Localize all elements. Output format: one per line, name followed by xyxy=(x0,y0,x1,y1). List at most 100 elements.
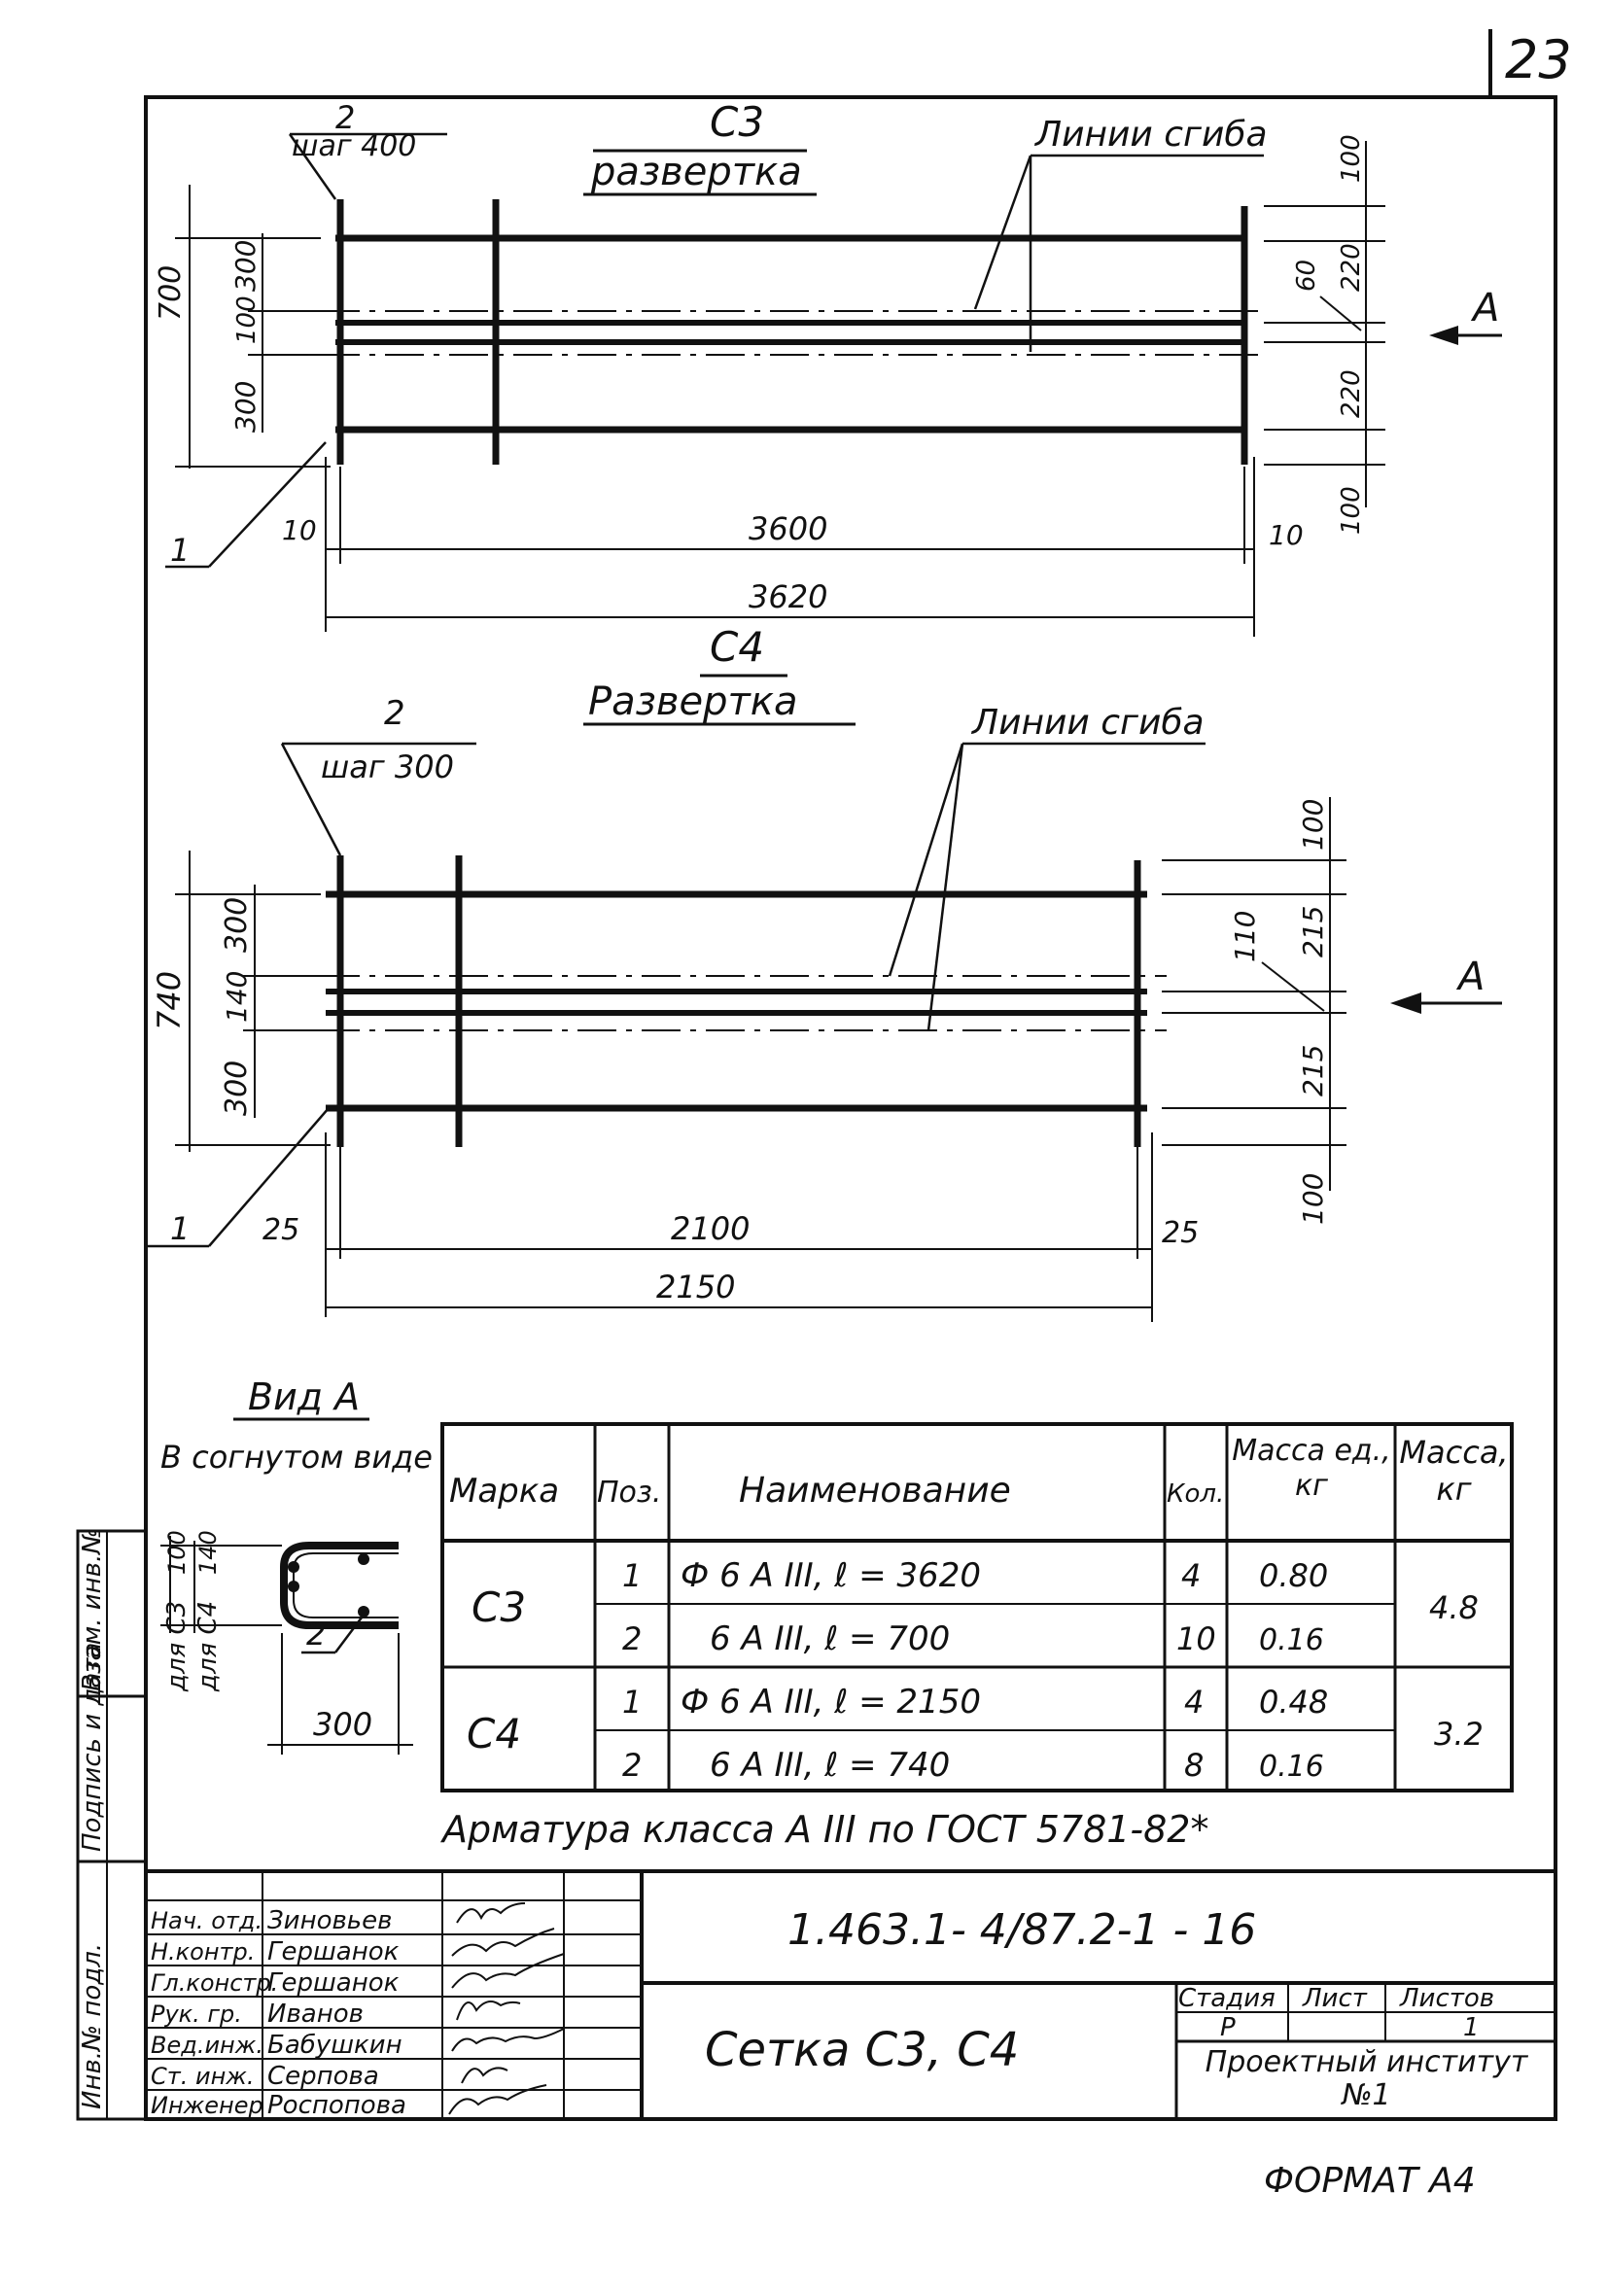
sheets-value: 1 xyxy=(1463,2013,1480,2042)
view-a-dim-c4: 140 xyxy=(194,1530,222,1575)
c3-dim-end-right: 10 xyxy=(1269,519,1304,551)
c4-view-arrow: А xyxy=(1455,955,1485,999)
spec-row-name: Ф 6 А III, ℓ = 3620 xyxy=(681,1556,981,1595)
c4-callout-top-step: шаг 300 xyxy=(321,748,454,785)
side-stamp-inv: Инв.№ подл. xyxy=(78,1943,107,2109)
c4-title: С4 xyxy=(710,623,764,671)
spec-row-pos: 1 xyxy=(622,1557,642,1594)
c4-subtitle: Развертка xyxy=(588,679,797,724)
staff-name: Серпова xyxy=(267,2062,379,2091)
staff-name: Иванов xyxy=(267,2000,364,2029)
spec-row-unit-mass: 0.48 xyxy=(1259,1684,1328,1721)
spec-header-name: Наименование xyxy=(739,1471,1011,1511)
c4-dim-left-bot: 300 xyxy=(220,1061,254,1116)
spec-row-qty: 4 xyxy=(1181,1557,1201,1594)
c4-dim-left-top: 300 xyxy=(220,897,254,953)
title-block: Нач. отд. Зиновьев Н.контр. Гершанок Гл.… xyxy=(146,1869,1556,2120)
c3-dim-left-total: 700 xyxy=(154,265,188,321)
side-stamp: Инв.№ подл. Подпись и дата Взам. инв.№ xyxy=(76,1528,148,2121)
c4-dim-right-mid1: 215 xyxy=(1297,906,1329,957)
organization: Проектный институт №1 xyxy=(1205,2046,1528,2112)
sheet-header: Лист xyxy=(1302,1984,1368,2013)
view-a-subtitle: В согнутом виде xyxy=(160,1439,433,1476)
view-a: Вид А В согнутом виде 100 140 для С3 для… xyxy=(160,1375,433,1755)
spec-header-qty: Кол. xyxy=(1167,1479,1224,1509)
spec-row-name: 6 А III, ℓ = 740 xyxy=(710,1746,950,1785)
c3-dim-right-60: 60 xyxy=(1292,260,1321,292)
spec-mark-c4: С4 xyxy=(467,1710,521,1757)
spec-row-qty: 8 xyxy=(1184,1747,1204,1784)
signatures xyxy=(448,1902,565,2115)
spec-row-pos: 2 xyxy=(622,1747,642,1784)
spec-row-qty: 10 xyxy=(1176,1620,1216,1657)
c3-view-arrow: А xyxy=(1470,286,1499,330)
c4-callout-top-num: 2 xyxy=(384,694,405,733)
drawing-title: Сетка С3, С4 xyxy=(705,2023,1019,2077)
spec-row-name: 6 А III, ℓ = 700 xyxy=(710,1619,950,1658)
staff-role: Н.контр. xyxy=(151,1938,255,1966)
spec-header-unit-mass: Масса ед., кг xyxy=(1232,1434,1391,1503)
c3-dim-total: 3620 xyxy=(749,578,827,615)
c3-callout-bottom: 1 xyxy=(170,532,190,569)
staff-name: Гершанок xyxy=(267,1937,400,1966)
view-a-width: 300 xyxy=(313,1706,372,1743)
c3-dim-left-bot: 300 xyxy=(229,381,262,433)
spec-header-total-mass: Масса, кг xyxy=(1399,1434,1509,1508)
c4-dim-end-right: 25 xyxy=(1162,1216,1199,1250)
c3-callout-top-num: 2 xyxy=(335,99,355,136)
c3-dim-right-top: 100 xyxy=(1337,134,1366,183)
staff-name: Роспопова xyxy=(267,2091,406,2120)
c4-dim-right-bot: 100 xyxy=(1297,1173,1329,1225)
spec-row-pos: 1 xyxy=(622,1684,642,1721)
spec-mark-c3: С3 xyxy=(472,1583,526,1631)
c4-dim-end-left: 25 xyxy=(262,1213,299,1247)
doc-code: 1.463.1- 4/87.2-1 - 16 xyxy=(787,1905,1256,1955)
spec-header-mark: Марка xyxy=(449,1472,559,1511)
c4-callout-bottom: 1 xyxy=(170,1210,190,1247)
staff-role: Вед.инж. xyxy=(151,2032,263,2059)
c3-bend-lines-label: Линии сгиба xyxy=(1033,115,1268,155)
staff-name: Гершанок xyxy=(267,1968,400,1998)
spec-row-name: Ф 6 А III, ℓ = 2150 xyxy=(681,1683,981,1722)
c3-drawing: С3 развертка 2 шаг 400 Линии сгиба 7 xyxy=(154,98,1502,637)
staff-role: Рук. гр. xyxy=(151,2000,242,2028)
stage-value: Р xyxy=(1220,2013,1236,2042)
c3-title: С3 xyxy=(710,98,764,146)
c4-dim-left-mid: 140 xyxy=(221,971,253,1023)
drawing-frame xyxy=(144,95,1557,2121)
sheets-header: Листов xyxy=(1399,1984,1494,2013)
spec-total-mass-c3: 4.8 xyxy=(1429,1589,1479,1626)
spec-table: Марка Поз. Наименование Кол. Масса ед., … xyxy=(440,1422,1514,1792)
spec-row-pos: 2 xyxy=(622,1620,642,1657)
side-stamp-replace: Взам. инв.№ xyxy=(78,1528,107,1691)
staff-name: Зиновьев xyxy=(267,1906,392,1935)
view-a-label-c3: для С3 xyxy=(162,1601,192,1692)
view-a-dim-c3: 100 xyxy=(163,1530,191,1575)
c3-dim-right-mid2: 220 xyxy=(1337,369,1366,418)
spec-total-mass-c4: 3.2 xyxy=(1434,1716,1484,1753)
c4-dim-total: 2150 xyxy=(656,1269,735,1305)
staff-name: Бабушкин xyxy=(267,2031,402,2060)
c4-dim-right-top: 100 xyxy=(1297,799,1329,851)
c4-bend-lines-label: Линии сгиба xyxy=(970,703,1205,743)
spec-row-unit-mass: 0.16 xyxy=(1259,1750,1324,1784)
spec-row-qty: 4 xyxy=(1184,1684,1204,1721)
c4-drawing: С4 Развертка 2 шаг 300 Линии сгиба 740 3… xyxy=(146,623,1502,1322)
c3-dim-inner: 3600 xyxy=(749,510,827,547)
spec-header-pos: Поз. xyxy=(597,1476,661,1510)
view-a-callout: 2 xyxy=(306,1616,326,1652)
view-a-bent-bar xyxy=(280,1542,399,1629)
side-stamp-signature: Подпись и дата xyxy=(78,1643,107,1852)
staff-role: Ст. инж. xyxy=(151,2063,255,2090)
c4-dim-left-total: 740 xyxy=(151,971,188,1030)
staff-role: Гл.констр. xyxy=(151,1969,278,1997)
c3-dim-right-mid1: 220 xyxy=(1337,243,1366,292)
staff-role: Нач. отд. xyxy=(151,1907,262,1934)
format-label: ФОРМАТ А4 xyxy=(1264,2161,1476,2201)
reinforcement-note: Арматура класса А III по ГОСТ 5781-82* xyxy=(439,1808,1208,1851)
c3-dim-right-bot: 100 xyxy=(1337,486,1366,535)
c3-dim-left-mid: 100 xyxy=(232,296,262,344)
c3-subtitle: развертка xyxy=(590,150,802,194)
spec-row-unit-mass: 0.80 xyxy=(1259,1557,1328,1594)
